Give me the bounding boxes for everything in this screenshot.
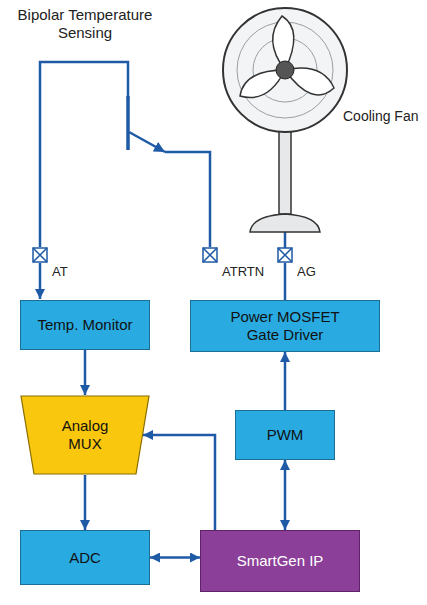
connector-arrow (84, 475, 87, 530)
signal-wire (39, 263, 42, 299)
signal-wire (284, 263, 287, 300)
connector-arrow (284, 460, 287, 530)
process-box: ADC (20, 530, 150, 585)
node-text: Temp. Monitor (37, 316, 132, 334)
node-text: ADC (69, 549, 101, 567)
connector-arrow (84, 350, 87, 395)
connector-arrow (284, 352, 287, 410)
pin-symbol (33, 248, 292, 262)
title-label: Bipolar Temperature Sensing (5, 6, 165, 42)
pin-label: AT (52, 264, 68, 280)
ip-block: SmartGen IP (200, 530, 360, 592)
process-box: Temp. Monitor (20, 300, 150, 350)
mux-trapezoid: Analog MUX (20, 395, 150, 475)
node-text: Analog MUX (45, 417, 125, 453)
process-box: PWM (235, 410, 335, 460)
node-text: Power MOSFET Gate Driver (220, 308, 350, 344)
pin-label: ATRTN (222, 264, 264, 280)
transistor-symbol (40, 62, 210, 247)
node-text: PWM (267, 426, 304, 444)
node-text: SmartGen IP (235, 552, 325, 570)
process-box: Power MOSFET Gate Driver (190, 300, 380, 352)
connector-arrow (150, 556, 200, 559)
signal-wire (284, 232, 287, 248)
fan-illustration (223, 8, 347, 232)
component-label: Cooling Fan (343, 108, 419, 125)
pin-label: AG (297, 264, 316, 280)
connector-arrow (143, 435, 215, 530)
